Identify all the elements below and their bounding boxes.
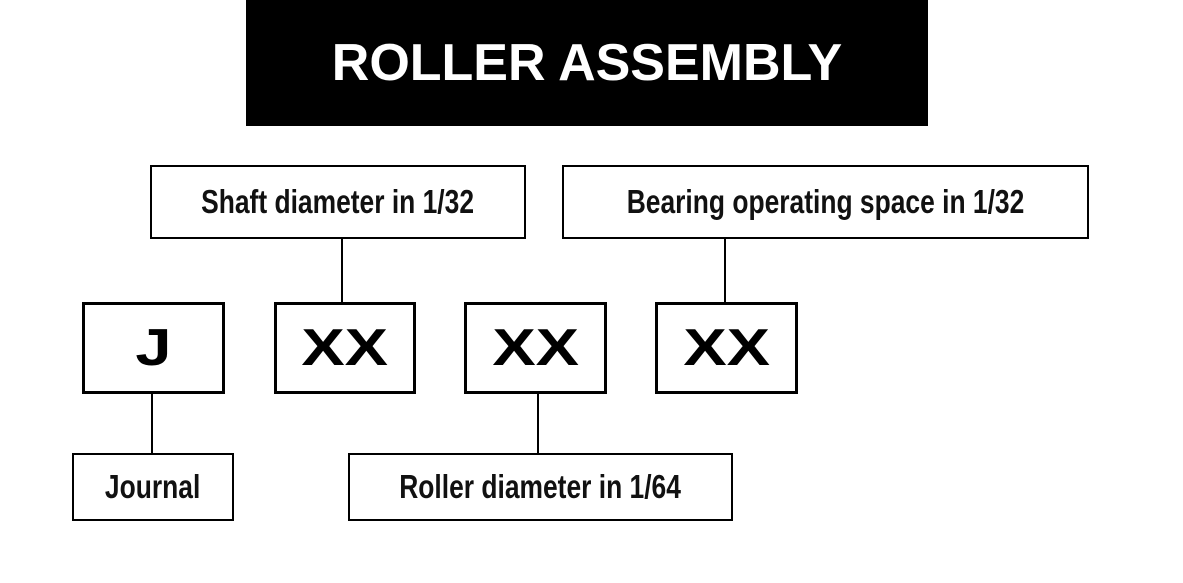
shaft-diameter-label-box: Shaft diameter in 1/32 [150, 165, 526, 239]
roller-diameter-label: Roller diameter in 1/64 [399, 468, 682, 505]
journal-label: Journal [105, 468, 201, 505]
code-shaft: XX [301, 319, 389, 377]
shaft-diameter-label: Shaft diameter in 1/32 [201, 183, 475, 220]
code-box-roller: XX [464, 302, 607, 394]
connector-shaft [341, 238, 343, 303]
title-banner: ROLLER ASSEMBLY [246, 0, 928, 126]
code-journal: J [135, 319, 172, 377]
journal-label-box: Journal [72, 453, 234, 521]
code-roller: XX [492, 319, 579, 377]
code-box-journal: J [82, 302, 225, 394]
code-bearing: XX [683, 319, 770, 377]
connector-bearing [724, 238, 726, 303]
roller-diameter-label-box: Roller diameter in 1/64 [348, 453, 733, 521]
code-box-bearing: XX [655, 302, 798, 394]
bearing-space-label-box: Bearing operating space in 1/32 [562, 165, 1089, 239]
connector-roller [537, 393, 539, 454]
title-text: ROLLER ASSEMBLY [331, 34, 843, 92]
bearing-space-label: Bearing operating space in 1/32 [626, 183, 1025, 220]
connector-journal [151, 393, 153, 454]
code-box-shaft: XX [274, 302, 416, 394]
